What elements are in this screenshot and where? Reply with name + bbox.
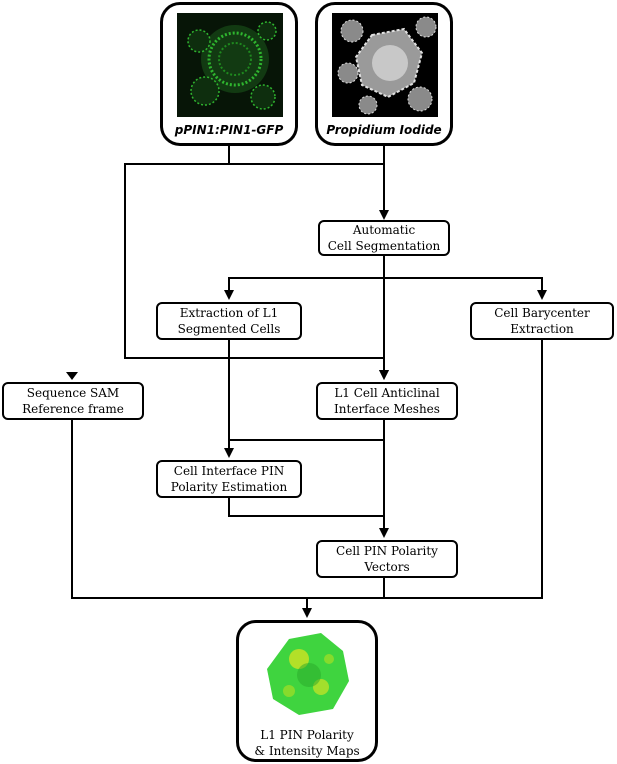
edge-meshes-to-interface (229, 420, 385, 441)
node-interface-pin-estimation: Cell Interface PIN Polarity Estimation (156, 460, 302, 498)
pi-image-card: Propidium Iodide (315, 2, 453, 146)
output-label: L1 PIN Polarity & Intensity Maps (254, 728, 360, 758)
node-automatic-cell-segmentation: Automatic Cell Segmentation (318, 220, 450, 256)
edge-seg-to-barycenter (384, 277, 547, 300)
edge-seg-split (224, 254, 385, 300)
output-map-image (259, 629, 355, 721)
pin1-label: pPIN1:PIN1-GFP (174, 123, 284, 137)
node-l1-anticlinal-meshes: L1 Cell Anticlinal Interface Meshes (316, 382, 458, 420)
propidium-iodide-image (332, 13, 438, 117)
node-barycenter-extraction: Cell Barycenter Extraction (470, 302, 614, 340)
edge-pin1-junction (228, 146, 384, 165)
output-card: L1 PIN Polarity & Intensity Maps (236, 620, 378, 762)
edge-barycenter-down (307, 340, 543, 599)
edge-interface-to-vectors (228, 498, 384, 517)
edge-pin1-to-meshes (124, 163, 389, 380)
pin1-image-card: pPIN1:PIN1-GFP (160, 2, 298, 146)
pi-label: Propidium Iodide (326, 123, 442, 137)
edge-sam-down (71, 420, 307, 599)
node-l1-extraction: Extraction of L1 Segmented Cells (156, 302, 302, 340)
node-pin-polarity-vectors: Cell PIN Polarity Vectors (316, 540, 458, 578)
pin1-gfp-image (177, 13, 283, 117)
node-sam-reference-frame: Sequence SAM Reference frame (2, 382, 144, 420)
